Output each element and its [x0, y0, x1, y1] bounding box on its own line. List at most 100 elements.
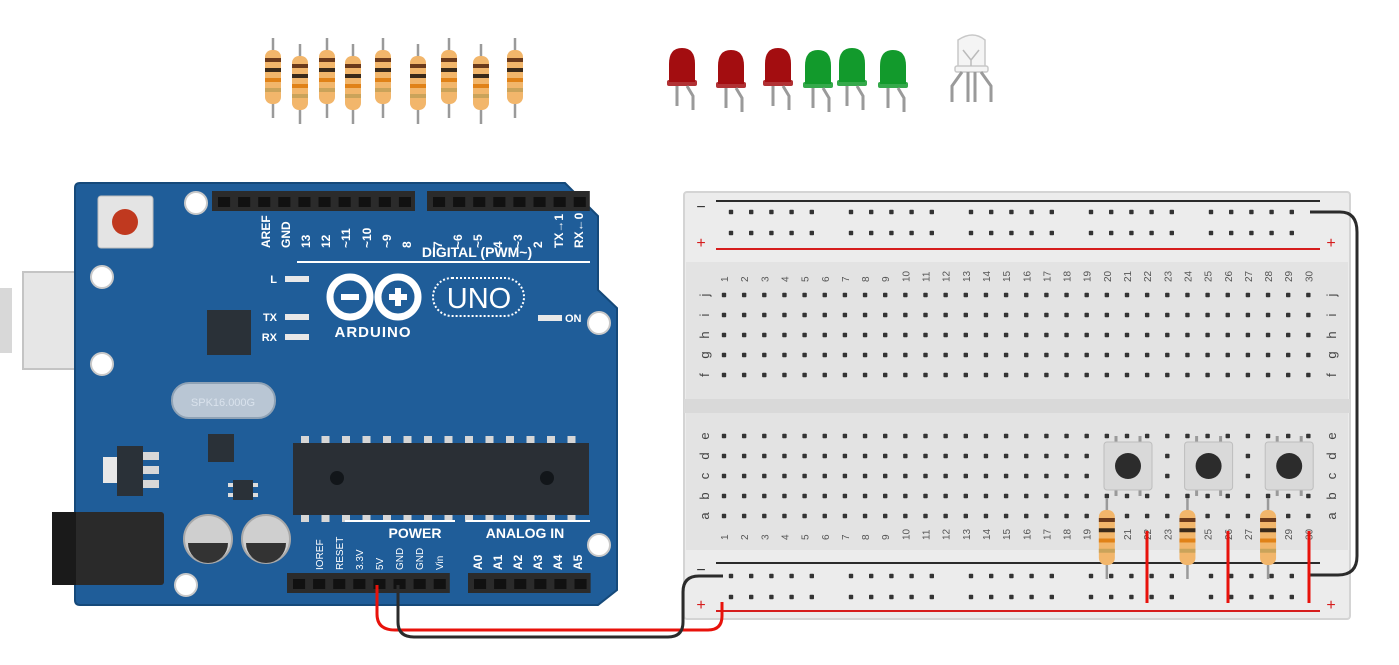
- tray-led[interactable]: [837, 48, 867, 110]
- breadboard-holes[interactable]: [721, 209, 1311, 600]
- tray-led[interactable]: [763, 48, 793, 110]
- resistor-tray[interactable]: [265, 38, 523, 124]
- power-pin-socket[interactable]: [293, 579, 306, 589]
- power-pin-socket[interactable]: [393, 579, 406, 589]
- power-pin-socket[interactable]: [353, 579, 366, 589]
- wire-top-minus-to-bottom-minus[interactable]: [1310, 210, 1359, 577]
- tray-resistor[interactable]: [375, 38, 391, 118]
- tray-led[interactable]: [667, 48, 697, 110]
- push-button[interactable]: [1184, 436, 1234, 496]
- analog-pin-socket[interactable]: [534, 579, 547, 589]
- push-button[interactable]: [1264, 436, 1314, 496]
- digital-pin-label: TX→1: [552, 214, 566, 248]
- power-pin-socket[interactable]: [313, 579, 326, 589]
- breadboard[interactable]: −++−++ 112233445566778899101011111212131…: [683, 191, 1351, 620]
- column-number: 1: [720, 534, 731, 540]
- analog-pin-socket[interactable]: [474, 579, 487, 589]
- column-number: 21: [1123, 528, 1134, 540]
- tray-resistor[interactable]: [410, 44, 426, 124]
- analog-pin-socket[interactable]: [554, 579, 567, 589]
- row-letter: a: [697, 512, 712, 520]
- tray-led[interactable]: [803, 50, 833, 112]
- digital-pin-socket[interactable]: [218, 197, 231, 207]
- digital-title: DIGITAL (PWM~): [422, 244, 532, 260]
- tray-resistor[interactable]: [473, 44, 489, 124]
- power-pin-label: 3.3V: [355, 549, 366, 570]
- digital-pin-socket[interactable]: [338, 197, 351, 207]
- power-pin-socket[interactable]: [333, 579, 346, 589]
- column-number: 4: [780, 276, 791, 282]
- column-number: 8: [861, 276, 872, 282]
- digital-pin-socket[interactable]: [398, 197, 411, 207]
- column-number: 15: [1002, 270, 1013, 282]
- mounting-holes: [90, 191, 611, 597]
- tray-resistor[interactable]: [507, 38, 523, 118]
- digital-pin-socket[interactable]: [513, 197, 526, 207]
- power-pin-socket[interactable]: [413, 579, 426, 589]
- crystal: [171, 382, 276, 419]
- analog-pin-socket[interactable]: [574, 579, 587, 589]
- row-letter: e: [697, 432, 712, 439]
- digital-pin-label: AREF: [259, 215, 273, 248]
- tray-resistor[interactable]: [345, 44, 361, 124]
- wire-5v-to-plus-rail[interactable]: [375, 585, 724, 632]
- tray-led[interactable]: [716, 50, 746, 112]
- column-number: 2: [740, 276, 751, 282]
- power-pin-socket[interactable]: [433, 579, 446, 589]
- power-pin-label: GND: [395, 548, 406, 570]
- digital-pin-socket[interactable]: [573, 197, 586, 207]
- digital-header[interactable]: [212, 191, 590, 211]
- tray-resistor[interactable]: [292, 44, 308, 124]
- tray-led[interactable]: [878, 50, 908, 112]
- digital-pin-socket[interactable]: [258, 197, 271, 207]
- digital-pin-socket[interactable]: [358, 197, 371, 207]
- digital-pin-socket[interactable]: [433, 197, 446, 207]
- digital-pin-socket[interactable]: [238, 197, 251, 207]
- analog-pin-socket[interactable]: [494, 579, 507, 589]
- digital-pin-socket[interactable]: [278, 197, 291, 207]
- column-number: 13: [962, 270, 973, 282]
- analog-pin-socket[interactable]: [514, 579, 527, 589]
- digital-pin-socket[interactable]: [318, 197, 331, 207]
- reset-button[interactable]: [97, 195, 154, 249]
- digital-pin-label: 13: [299, 234, 313, 248]
- digital-pin-label: 8: [400, 241, 414, 248]
- tray-resistor[interactable]: [441, 38, 457, 118]
- column-number: 28: [1264, 270, 1275, 282]
- column-number: 4: [780, 534, 791, 540]
- led-tray[interactable]: [667, 48, 908, 112]
- power-pin-socket[interactable]: [373, 579, 386, 589]
- pulldown-resistor[interactable]: [1179, 498, 1196, 579]
- pulldown-resistor[interactable]: [1098, 498, 1115, 579]
- analog-header[interactable]: [468, 573, 591, 593]
- push-buttons[interactable]: [1103, 436, 1314, 496]
- wire-gnd-to-minus-rail[interactable]: [396, 574, 723, 639]
- wires[interactable]: [375, 210, 1359, 639]
- tray-resistor[interactable]: [265, 38, 281, 118]
- column-number: 3: [760, 534, 771, 540]
- push-button[interactable]: [1103, 436, 1153, 496]
- voltage-regulator: [103, 446, 159, 496]
- rail-plus-label: +: [696, 597, 705, 614]
- power-header[interactable]: [287, 573, 450, 593]
- digital-pin-socket[interactable]: [298, 197, 311, 207]
- tray-resistor[interactable]: [319, 38, 335, 118]
- digital-pin-socket[interactable]: [533, 197, 546, 207]
- column-number: 9: [881, 276, 892, 282]
- rgb-led[interactable]: [950, 34, 993, 102]
- column-number: 8: [861, 534, 872, 540]
- led-label-l: L: [270, 274, 277, 286]
- breadboard-resistors[interactable]: [1098, 498, 1277, 579]
- row-letter: b: [1324, 492, 1339, 499]
- digital-pin-socket[interactable]: [553, 197, 566, 207]
- column-number: 10: [901, 528, 912, 540]
- digital-pin-socket[interactable]: [493, 197, 506, 207]
- digital-pin-socket[interactable]: [378, 197, 391, 207]
- analog-pin-label: A4: [551, 554, 565, 570]
- pulldown-resistor[interactable]: [1260, 498, 1277, 579]
- digital-pin-socket[interactable]: [453, 197, 466, 207]
- digital-pin-socket[interactable]: [473, 197, 486, 207]
